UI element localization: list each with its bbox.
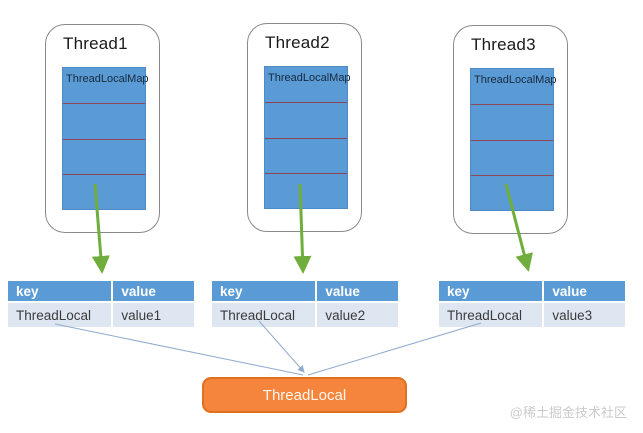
thread2-threadlocalmap-box: ThreadLocalMap <box>264 66 351 209</box>
table-row: ThreadLocal value3 <box>439 303 625 327</box>
connector-line-table1 <box>54 323 304 376</box>
connector-line-table3 <box>307 322 482 376</box>
table-row: ThreadLocal value2 <box>212 303 398 327</box>
thread2-card: Thread2 ThreadLocalMap <box>247 23 362 232</box>
thread3-title: Thread3 <box>471 35 536 54</box>
value-header-cell: value <box>113 281 194 301</box>
map-divider <box>265 138 347 139</box>
thread1-threadlocalmap-box: ThreadLocalMap <box>62 67 149 210</box>
map-divider <box>63 103 145 104</box>
watermark: @稀土掘金技术社区 <box>509 405 627 420</box>
thread3-kv-table: key value ThreadLocal value3 <box>437 279 627 329</box>
table-header-row: key value <box>8 281 194 301</box>
value-header-cell: value <box>317 281 398 301</box>
map-divider <box>265 173 347 174</box>
threadlocal-shared-box: ThreadLocal <box>202 377 407 413</box>
thread3-threadlocalmap-box: ThreadLocalMap <box>470 68 557 211</box>
map-divider <box>265 102 347 103</box>
thread1-threadlocalmap-label: ThreadLocalMap <box>66 73 149 85</box>
key-header-cell: key <box>439 281 543 301</box>
value-cell: value1 <box>113 303 194 327</box>
value-cell: value2 <box>317 303 398 327</box>
threadlocal-shared-label: ThreadLocal <box>262 386 347 404</box>
thread3-card: Thread3 ThreadLocalMap <box>453 25 568 234</box>
thread2-title: Thread2 <box>265 33 330 52</box>
key-header-cell: key <box>8 281 112 301</box>
map-divider <box>471 175 553 176</box>
thread1-card: Thread1 ThreadLocalMap <box>45 24 160 233</box>
key-cell: ThreadLocal <box>439 303 543 327</box>
value-cell: value3 <box>544 303 625 327</box>
table-row: ThreadLocal value1 <box>8 303 194 327</box>
key-header-cell: key <box>212 281 316 301</box>
thread1-kv-table: key value ThreadLocal value1 <box>6 279 196 329</box>
key-cell: ThreadLocal <box>8 303 112 327</box>
thread1-title: Thread1 <box>63 34 128 53</box>
thread2-threadlocalmap-label: ThreadLocalMap <box>268 72 351 84</box>
value-header-cell: value <box>544 281 625 301</box>
key-cell: ThreadLocal <box>212 303 316 327</box>
map-divider <box>63 139 145 140</box>
map-divider <box>471 104 553 105</box>
map-divider <box>471 140 553 141</box>
map-divider <box>63 174 145 175</box>
thread2-kv-table: key value ThreadLocal value2 <box>210 279 400 329</box>
thread3-threadlocalmap-label: ThreadLocalMap <box>474 74 557 86</box>
table-header-row: key value <box>212 281 398 301</box>
table-header-row: key value <box>439 281 625 301</box>
